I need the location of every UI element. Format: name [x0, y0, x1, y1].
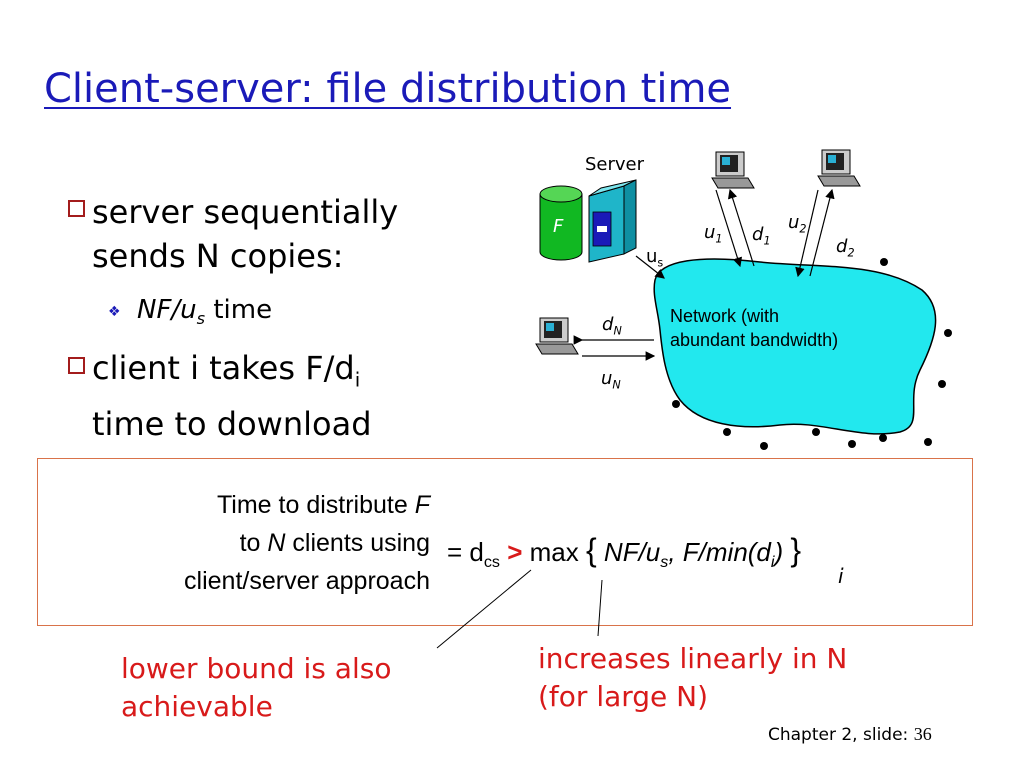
computer-icon-n — [535, 317, 579, 355]
annotation-lower-line2: achievable — [121, 690, 273, 723]
uN-label-sub: N — [612, 378, 621, 392]
slide-footer: Chapter 2, slide: 36 — [768, 724, 932, 745]
d2-label-sub: 2 — [847, 246, 855, 260]
bullet-2-line2: time to download — [92, 405, 372, 444]
formula-lhs-line3: client/server approach — [184, 567, 430, 595]
footer-chapter: Chapter 2, slide: — [768, 725, 914, 745]
network-cloud — [653, 258, 937, 435]
bullet-1: server sequentially sends N copies: — [92, 190, 398, 278]
formula-eq: = d — [447, 537, 484, 567]
bullet-square-icon — [68, 200, 85, 217]
formula-lhs-var-f: F — [414, 491, 430, 519]
client-dots — [672, 258, 952, 450]
dN-label-sub: N — [613, 324, 622, 338]
annotation-lower-bound: lower bound is also achievable — [121, 650, 391, 726]
bullet-2-line1-sub: i — [354, 368, 361, 392]
computer-icon-2 — [817, 149, 861, 187]
uN-label: uN — [601, 368, 621, 392]
formula-rhs: = dcs > max { NF/us, F/min(di) } — [447, 532, 801, 572]
u2-arrow — [809, 188, 835, 277]
bullet-2-line1-text: client i takes F/d — [92, 349, 355, 387]
diamond-bullet-icon: ❖ — [108, 304, 121, 320]
us-arrow — [635, 255, 665, 279]
formula-lhs-line2-post: clients using — [285, 529, 430, 557]
file-label: F — [553, 216, 564, 237]
formula-box — [37, 458, 973, 626]
formula-lhs: Time to distribute F to N clients using … — [184, 486, 430, 600]
d2-label: d2 — [836, 236, 855, 260]
formula-min-index: i — [838, 564, 844, 588]
d2-label-text: d — [836, 236, 848, 257]
annotation-linear: increases linearly in N (for large N) — [538, 640, 847, 716]
formula-max: max — [529, 537, 579, 567]
sub-bullet-time: time — [213, 295, 273, 325]
formula-nf-sub: s — [660, 553, 669, 572]
formula-nf: NF/u — [603, 537, 661, 567]
u2-label-text: u — [788, 212, 800, 233]
callout-line-lower-bound — [436, 569, 532, 649]
bullet-square-icon — [68, 357, 85, 374]
computer-icon-1 — [711, 151, 755, 189]
formula-lhs-line2: to N clients using — [184, 524, 430, 562]
u1-arrow — [715, 189, 743, 268]
annotation-lower-line1: lower bound is also — [121, 652, 392, 685]
bullet-1-line1: server sequentially — [92, 193, 399, 231]
formula-min: , F/min(d — [668, 537, 771, 567]
dN-label: dN — [602, 314, 622, 338]
callout-line-linear — [597, 579, 603, 637]
u1-label: u1 — [704, 222, 723, 246]
annotation-inc-line2: (for large N) — [538, 680, 709, 713]
us-label-sub: s — [657, 256, 664, 270]
d1-label-text: d — [752, 224, 764, 245]
formula-lhs-var-n: N — [267, 529, 286, 557]
formula-gt: > — [507, 537, 523, 567]
bullet-2: client i takes F/di time to download — [92, 346, 372, 446]
network-diagram — [535, 149, 952, 450]
d2-arrow — [795, 189, 819, 278]
sub-bullet-nf-sub: s — [196, 309, 206, 329]
formula-d-sub: i — [770, 553, 775, 572]
d1-arrow — [727, 188, 755, 267]
formula-close-paren: ) — [774, 537, 784, 567]
annotation-inc-line1: increases linearly in N — [538, 642, 848, 675]
server-label: Server — [585, 154, 645, 175]
formula-open-brace: { — [586, 532, 597, 568]
network-label-line2: abundant bandwidth) — [670, 330, 839, 350]
footer-slide-number: 36 — [913, 724, 932, 744]
formula-lhs-line1-text: Time to distribute — [216, 491, 415, 519]
u1-label-text: u — [704, 222, 716, 243]
network-label: Network (with abundant bandwidth) — [670, 304, 838, 352]
network-label-line1: Network (with — [670, 306, 780, 326]
slide-title: Client-server: file distribution time — [44, 66, 732, 112]
u2-label: u2 — [788, 212, 807, 236]
us-label-text: u — [646, 246, 658, 267]
dN-label-text: d — [602, 314, 614, 335]
server-tower-icon — [588, 179, 637, 263]
formula-close-brace: } — [790, 532, 802, 568]
bullet-1-line2: sends N copies: — [92, 237, 344, 275]
d1-label-sub: 1 — [763, 234, 771, 248]
bullet-2-line1: client i takes F/di — [92, 346, 372, 402]
formula-eq-sub: cs — [483, 553, 500, 572]
d1-label: d1 — [752, 224, 771, 248]
us-label: us — [646, 246, 663, 270]
u2-label-sub: 2 — [799, 222, 807, 236]
sub-bullet-nf: NF/us time — [137, 295, 272, 328]
formula-lhs-line2-pre: to — [239, 529, 268, 557]
formula-lhs-line1: Time to distribute F — [184, 486, 430, 524]
file-cylinder-icon — [539, 185, 583, 261]
sub-bullet-nf-text: NF/u — [137, 295, 197, 325]
u1-label-sub: 1 — [715, 232, 723, 246]
uN-label-text: u — [601, 368, 613, 389]
